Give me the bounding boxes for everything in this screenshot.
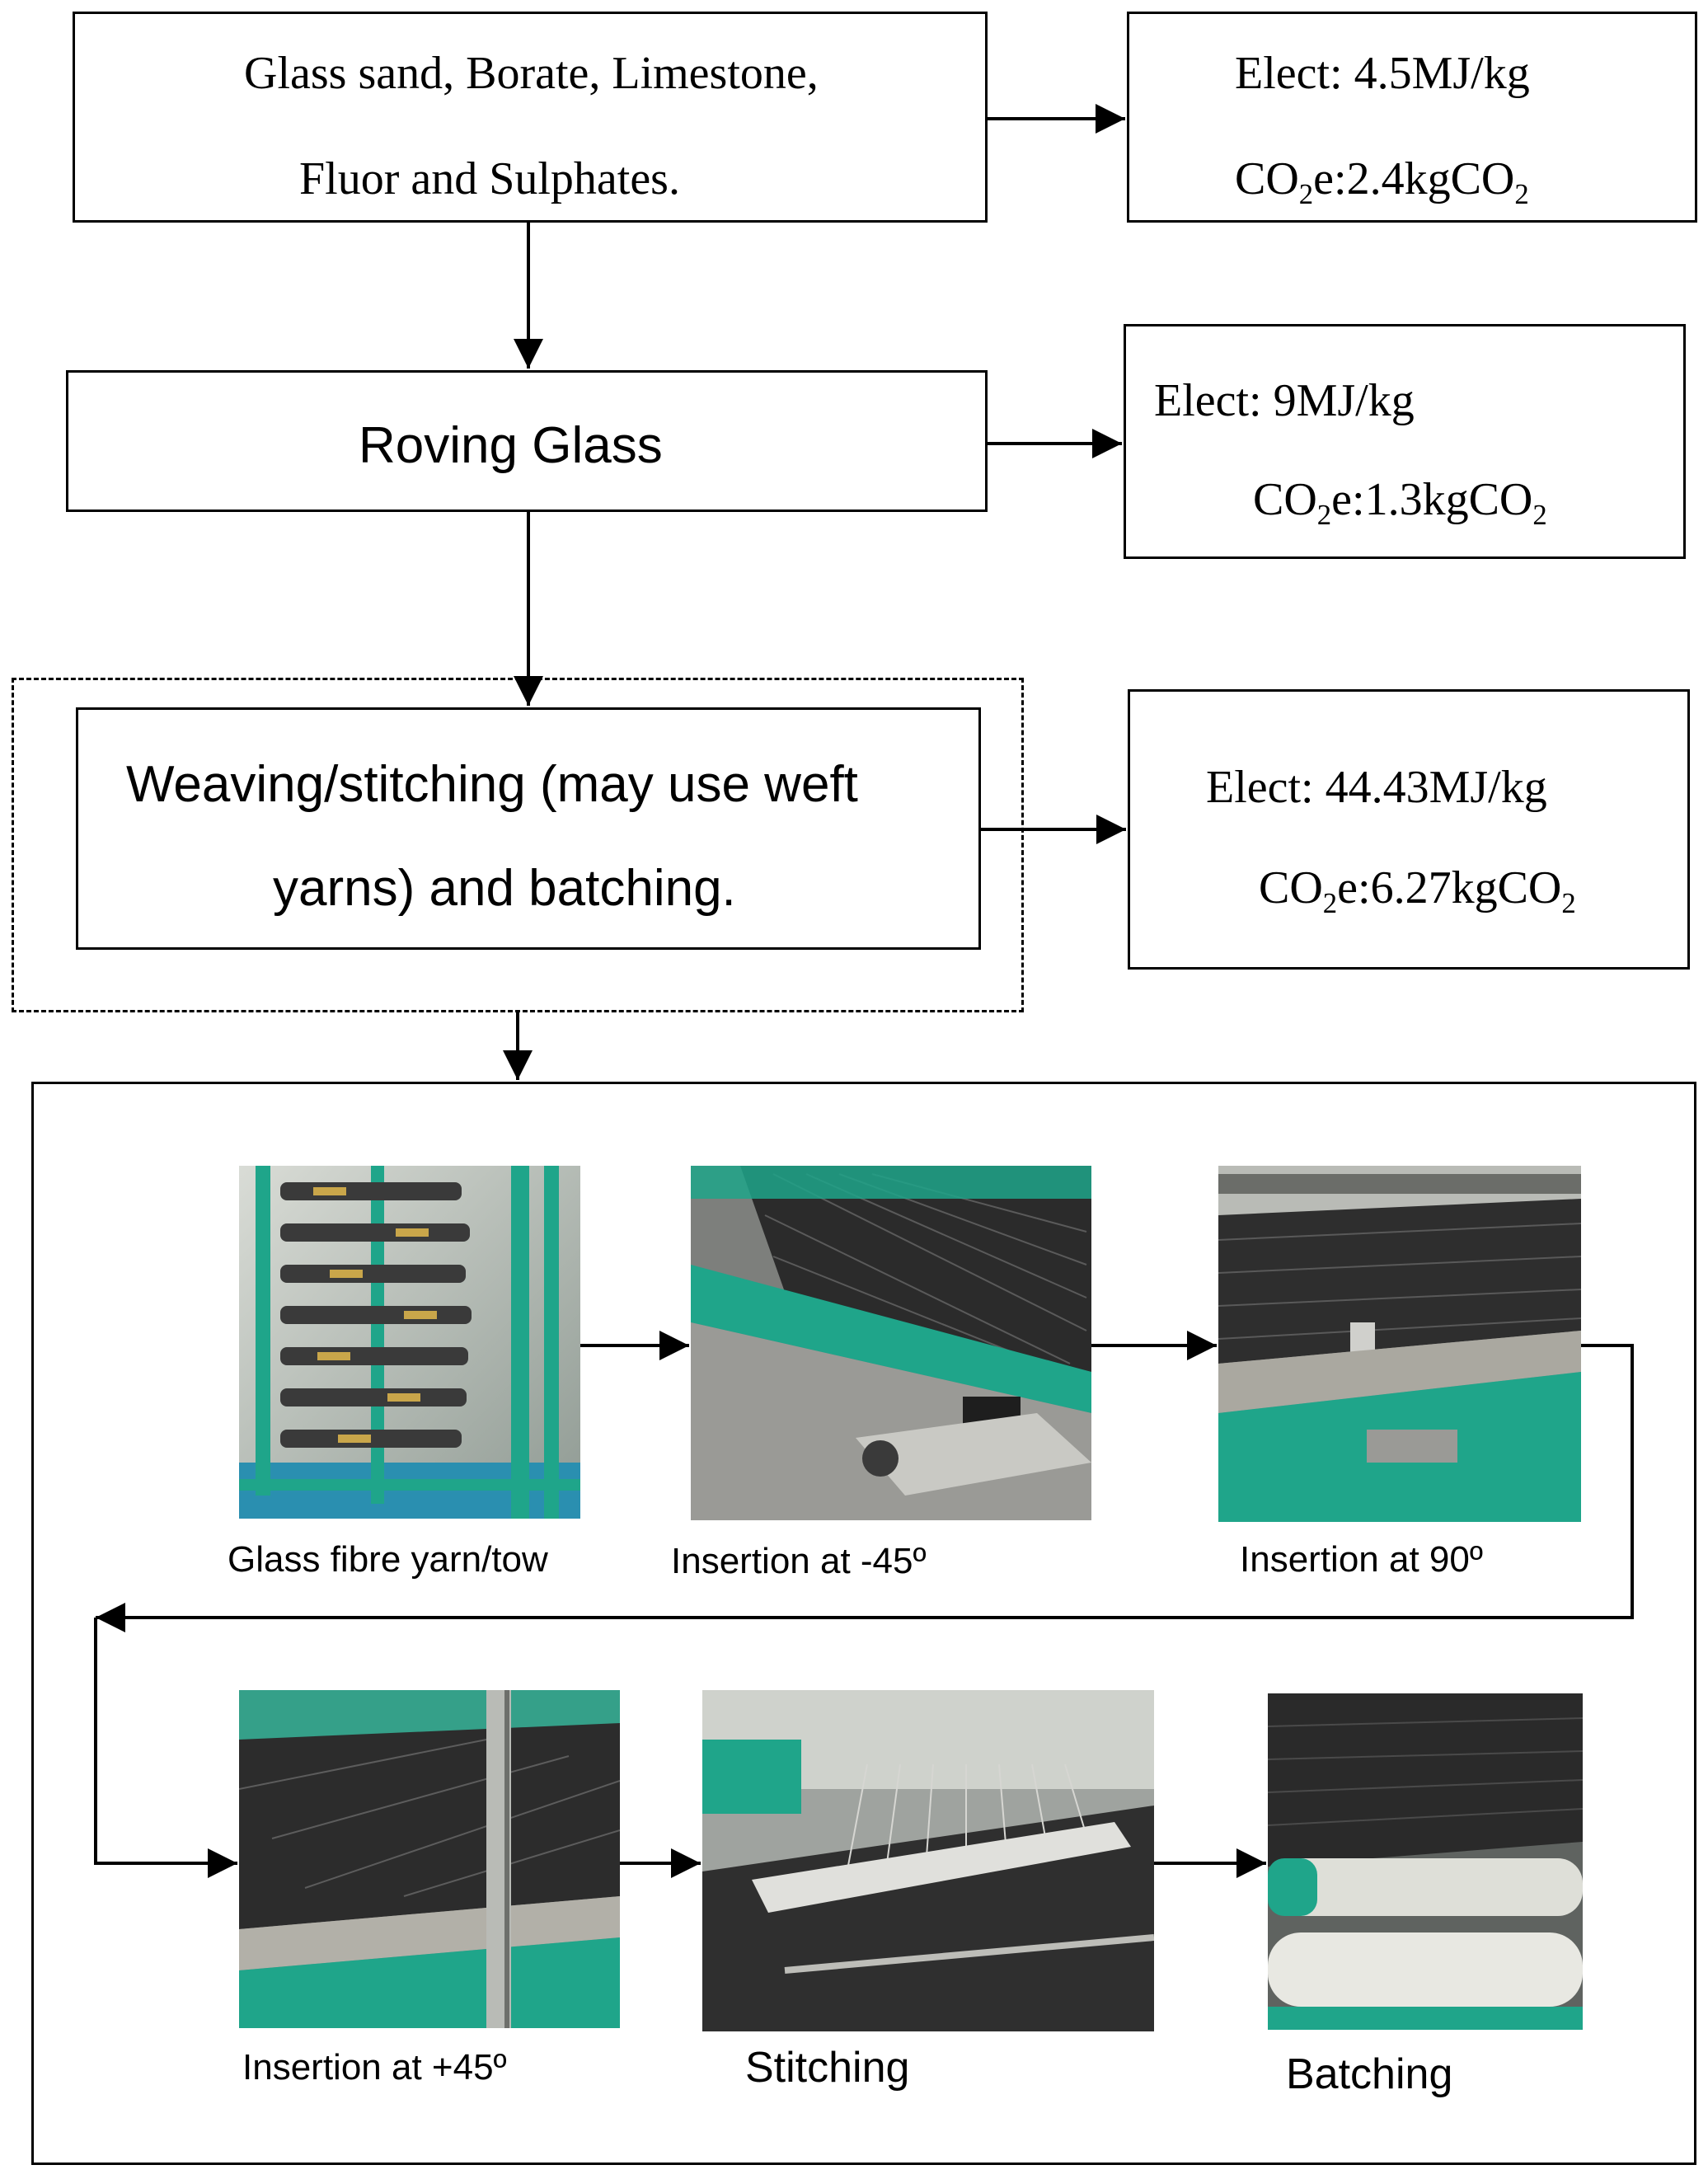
raw-materials-energy-box: Elect: 4.5MJ/kg CO2e:2.4kgCO2: [1127, 12, 1697, 223]
batching-image: [1268, 1693, 1583, 2030]
arrow-return-to-plus45: [94, 1618, 237, 1878]
co2e-value: e:2.4kgCO: [1313, 153, 1515, 204]
co2e-sub: 2: [1561, 887, 1576, 920]
photo-batching: [1268, 1693, 1583, 2030]
weaving-elect: Elect: 44.43MJ/kg: [1206, 762, 1547, 813]
raw-materials-line-1: Glass sand, Borate, Limestone,: [244, 48, 819, 99]
caption-glass-fibre-yarn: Glass fibre yarn/tow: [228, 1539, 548, 1580]
weaving-co2e: CO2e:6.27kgCO2: [1259, 862, 1576, 918]
raw-materials-co2e: CO2e:2.4kgCO2: [1235, 153, 1529, 209]
roving-glass-box: Roving Glass: [66, 370, 988, 512]
co2e-prefix: CO: [1235, 153, 1299, 204]
photo-insertion-90: [1218, 1166, 1581, 1522]
co2e-prefix: CO: [1259, 862, 1323, 913]
roving-glass-label: Roving Glass: [359, 417, 663, 474]
insertion-90-image: [1218, 1166, 1581, 1522]
roving-energy-box: Elect: 9MJ/kg CO2e:1.3kgCO2: [1124, 324, 1686, 559]
raw-materials-line-2: Fluor and Sulphates.: [299, 153, 680, 204]
photo-stitching: [702, 1690, 1154, 2031]
co2e-value: e:1.3kgCO: [1331, 474, 1533, 525]
caption-insertion-plus-45: Insertion at +45º: [242, 2047, 507, 2087]
weaving-line-1: Weaving/stitching (may use weft: [126, 756, 858, 813]
weaving-energy-box: Elect: 44.43MJ/kg CO2e:6.27kgCO2: [1128, 689, 1690, 970]
caption-insertion-minus-45: Insertion at -45º: [671, 1541, 927, 1581]
insertion-minus-45-image: [691, 1166, 1091, 1520]
photo-insertion-minus-45: [691, 1166, 1091, 1520]
photo-insertion-plus-45: [239, 1690, 620, 2028]
caption-batching: Batching: [1286, 2050, 1453, 2098]
co2e-sub: 2: [1532, 499, 1547, 532]
arrow-90-to-return: [96, 1344, 1634, 1632]
co2e-value: e:6.27kgCO: [1337, 862, 1562, 913]
co2e-sub: 2: [1298, 178, 1314, 211]
stitching-image: [702, 1690, 1154, 2031]
weaving-box: Weaving/stitching (may use weft yarns) a…: [76, 707, 981, 950]
co2e-prefix: CO: [1253, 474, 1317, 525]
co2e-sub: 2: [1322, 887, 1338, 920]
weaving-line-2: yarns) and batching.: [273, 860, 736, 917]
creel-image: [239, 1166, 580, 1519]
co2e-sub: 2: [1316, 499, 1332, 532]
caption-stitching: Stitching: [745, 2044, 910, 2092]
photo-glass-fibre-creel: [239, 1166, 580, 1519]
roving-co2e: CO2e:1.3kgCO2: [1253, 474, 1547, 529]
caption-insertion-90: Insertion at 90º: [1240, 1539, 1483, 1580]
co2e-sub: 2: [1514, 178, 1529, 211]
insertion-plus-45-image: [239, 1690, 620, 2028]
roving-elect: Elect: 9MJ/kg: [1154, 375, 1415, 426]
raw-materials-box: Glass sand, Borate, Limestone, Fluor and…: [73, 12, 988, 223]
raw-materials-elect: Elect: 4.5MJ/kg: [1235, 48, 1530, 99]
